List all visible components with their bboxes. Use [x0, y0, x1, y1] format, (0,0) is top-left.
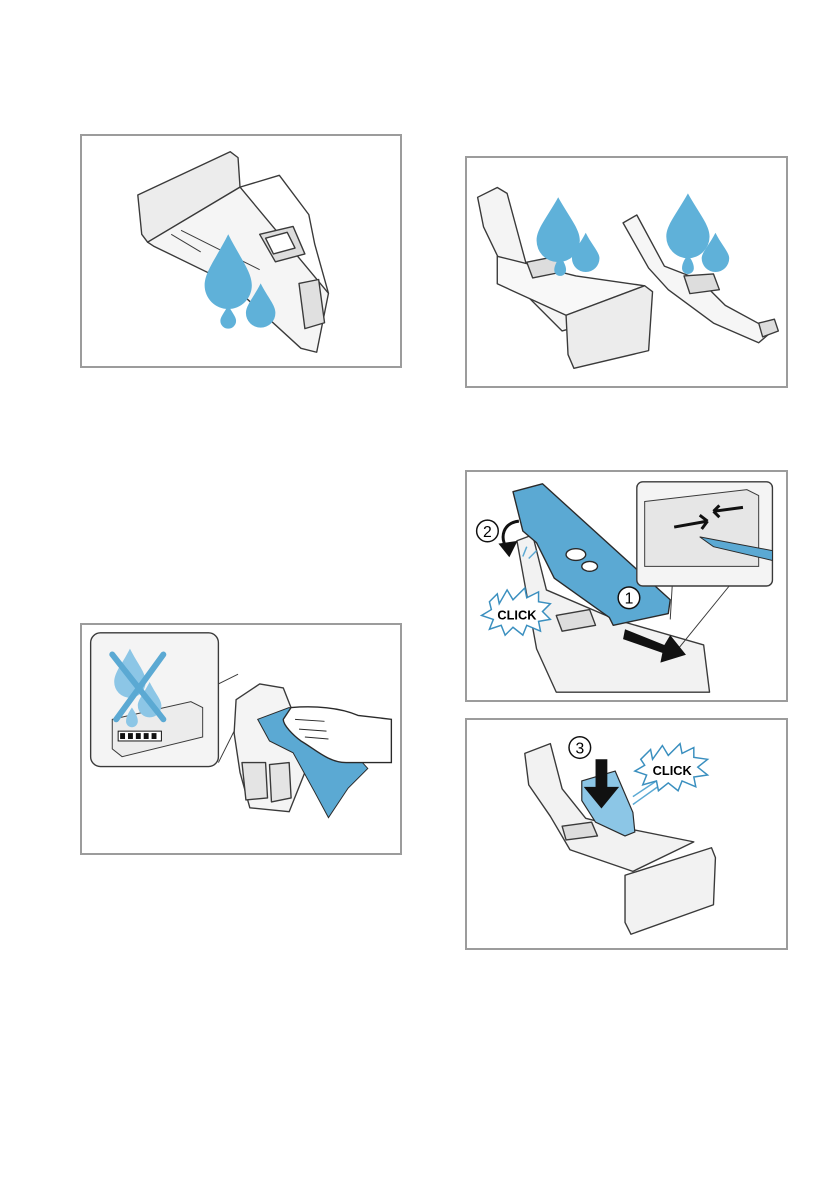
rinse-insert-illustration — [82, 136, 400, 366]
insert-siphon-illustration: 2 1 CLICK — [467, 472, 786, 700]
panel-dry-cloth — [80, 623, 402, 855]
step-1-badge: 1 — [618, 587, 640, 609]
step-2-badge: 2 — [477, 520, 499, 542]
panel-rinse-parts — [465, 156, 788, 388]
rotate-arrow-icon — [501, 521, 519, 554]
click-label: CLICK — [497, 607, 537, 622]
step-3-badge: 3 — [569, 737, 591, 759]
step-2-number: 2 — [483, 524, 492, 541]
inset-detail — [637, 482, 773, 649]
panel-press-siphon: 3 CLICK — [465, 718, 788, 950]
rinse-parts-illustration — [467, 158, 786, 386]
press-siphon-illustration: 3 CLICK — [467, 720, 786, 948]
click-label: CLICK — [653, 763, 693, 778]
panel-rinse-insert — [80, 134, 402, 368]
panel-insert-siphon: 2 1 CLICK — [465, 470, 788, 702]
step-1-number: 1 — [625, 591, 634, 608]
dry-cloth-illustration — [82, 625, 400, 853]
step-3-number: 3 — [575, 740, 584, 757]
click-burst: CLICK — [633, 744, 708, 805]
